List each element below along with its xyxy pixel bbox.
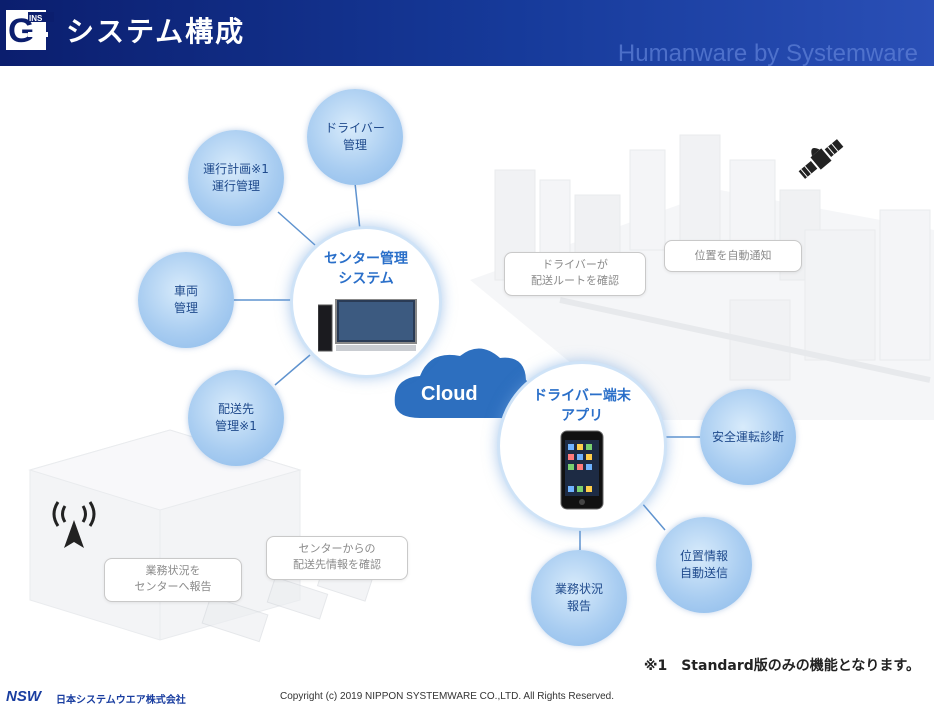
svg-text:INS: INS bbox=[29, 14, 43, 23]
header-tagline: Humanware by Systemware bbox=[618, 40, 918, 66]
copyright-text: Copyright (c) 2019 NIPPON SYSTEMWARE CO.… bbox=[280, 691, 614, 702]
callout-route-check: ドライバーが 配送ルートを確認 bbox=[504, 252, 646, 296]
company-logo-icon: G INS bbox=[4, 6, 56, 56]
footer-logo: NSW bbox=[6, 688, 41, 705]
monitor-icon bbox=[318, 299, 418, 355]
node-vehicle-management: 車両 管理 bbox=[138, 252, 234, 348]
driver-hub-title: ドライバー端末 アプリ bbox=[500, 386, 664, 426]
center-management-hub: センター管理 システム bbox=[290, 226, 442, 378]
slide-header: G INS システム構成 Humanware by Systemware bbox=[0, 0, 934, 66]
node-work-status-report: 業務状況 報告 bbox=[531, 550, 627, 646]
node-auto-location: 位置情報 自動送信 bbox=[656, 517, 752, 613]
callout-position-notify: 位置を自動通知 bbox=[664, 240, 802, 272]
cloud-label: Cloud bbox=[421, 383, 478, 406]
antenna-icon bbox=[46, 498, 102, 552]
slide-title: システム構成 bbox=[66, 10, 245, 50]
node-safe-driving-diagnosis: 安全運転診断 bbox=[700, 389, 796, 485]
satellite-icon bbox=[792, 130, 850, 188]
node-destination-management: 配送先 管理※1 bbox=[188, 370, 284, 466]
smartphone-icon bbox=[560, 430, 604, 510]
driver-app-hub: ドライバー端末 アプリ bbox=[497, 361, 667, 531]
node-operation-planning: 運行計画※1 運行管理 bbox=[188, 130, 284, 226]
footnote: ※1 Standard版のみの機能となります。 bbox=[644, 655, 920, 675]
callout-report-to-center: 業務状況を センターへ報告 bbox=[104, 558, 242, 602]
callout-destination-info: センターからの 配送先情報を確認 bbox=[266, 536, 408, 580]
node-driver-management: ドライバー 管理 bbox=[307, 89, 403, 185]
center-hub-title: センター管理 システム bbox=[293, 249, 439, 289]
footer-company-name: 日本システムウエア株式会社 bbox=[56, 691, 186, 706]
